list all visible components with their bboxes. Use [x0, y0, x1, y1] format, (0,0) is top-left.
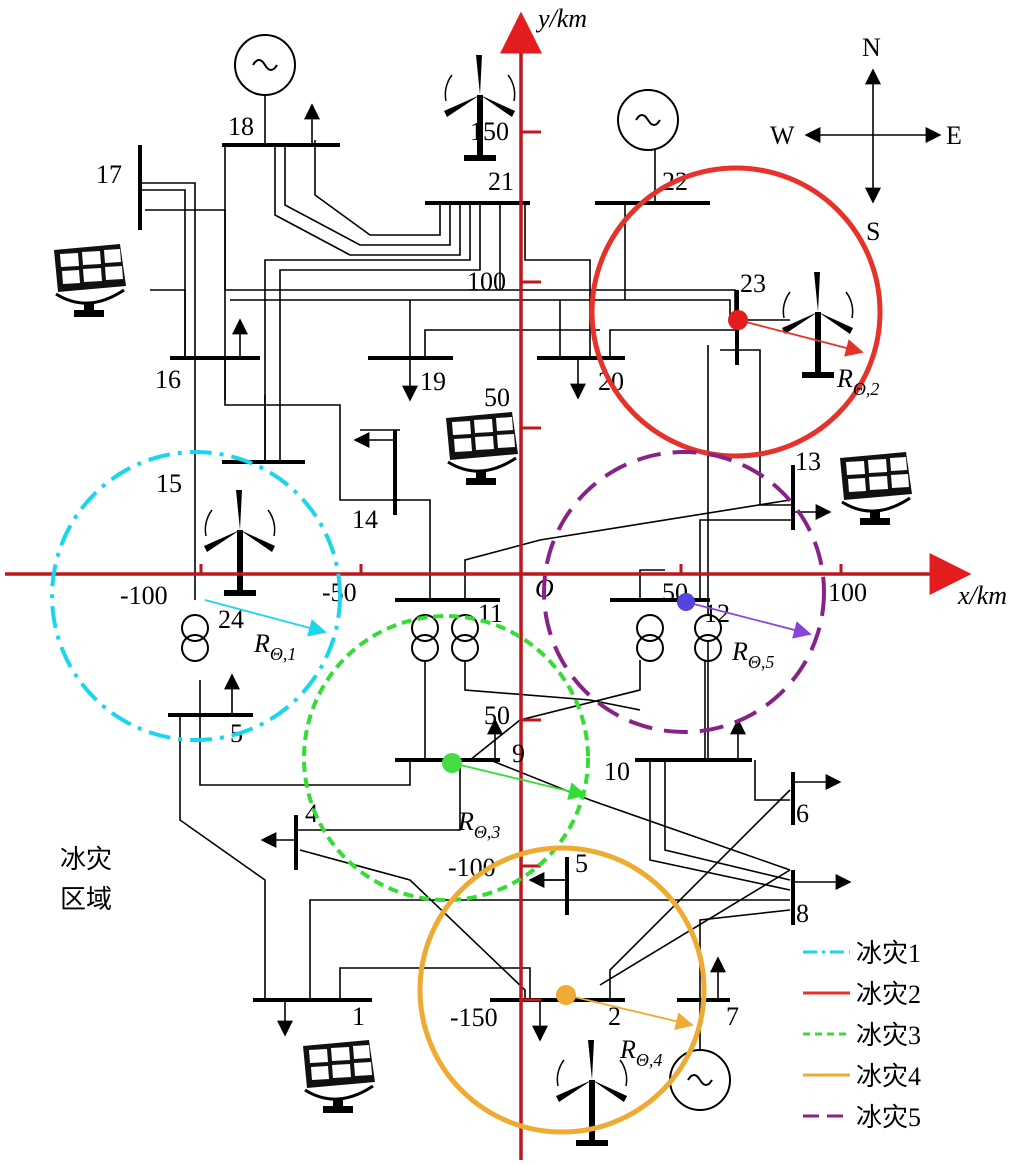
legend-label-4: 冰灾4 [856, 1062, 921, 1091]
bus-label: 14 [352, 505, 378, 534]
wind-turbine-icon [203, 489, 276, 597]
transformer-icon [181, 614, 209, 662]
radius-label-2: RΘ,2 [836, 364, 879, 399]
bus-label: 10 [604, 757, 630, 786]
compass: N S E W [770, 33, 962, 246]
bus-label: 12 [704, 599, 730, 628]
ice-center-4 [556, 985, 576, 1005]
generator-icon [234, 34, 296, 96]
bus-label: 9 [512, 739, 525, 768]
ice-center-5 [677, 593, 695, 611]
legend-label-1: 冰灾1 [856, 939, 921, 968]
y-axis-label: y/km [535, 4, 587, 33]
ice-region-label: 冰灾 区域 [60, 845, 112, 914]
y-tick-label: 50 [484, 383, 510, 412]
y-tick-label: 50 [484, 701, 510, 730]
solar-panel-icon [301, 1038, 377, 1115]
ice-zone-2 [589, 165, 883, 459]
transformer-icon [636, 614, 664, 662]
ice-zone-4 [417, 845, 707, 1135]
x-axis-label: x/km [957, 581, 1007, 610]
legend: 冰灾1 冰灾2 冰灾3 冰灾4 冰灾5 [803, 939, 921, 1132]
compass-south-label: S [866, 217, 880, 246]
bus-label: 18 [228, 112, 254, 141]
solar-panel-icon [838, 450, 914, 527]
bus-label: 7 [726, 1002, 739, 1031]
ice-disaster-zones: RΘ,1 RΘ,2 RΘ,3 RΘ,4 RΘ,5 [50, 165, 883, 1135]
transmission-lines [140, 140, 795, 1000]
bus-label: 2 [608, 1002, 621, 1031]
ice-zone-5 [542, 450, 826, 734]
radius-label-4: RΘ,4 [619, 1035, 662, 1070]
ice-zone-1 [50, 450, 342, 742]
bus-label: 11 [478, 599, 503, 628]
x-tick-label: -100 [120, 581, 168, 610]
radius-label-1: RΘ,1 [253, 629, 296, 664]
bus-label: 23 [740, 269, 766, 298]
coordinate-axes: y/km x/km O -100 -50 50 100 150 100 50 5… [5, 4, 1007, 1160]
ice-zone-3 [302, 614, 590, 902]
wind-turbine-icon [781, 271, 854, 379]
bus-label: 15 [156, 469, 182, 498]
radius-arrow-4 [565, 994, 694, 1031]
radius-arrow-2 [737, 319, 864, 357]
bus-label: 17 [96, 160, 122, 189]
legend-label-3: 冰灾3 [856, 1021, 921, 1050]
region-label-line1: 冰灾 [60, 845, 112, 874]
bus-label: 16 [155, 365, 181, 394]
transformer-icon [411, 614, 439, 662]
compass-east-label: E [946, 121, 962, 150]
solar-panel-icon [444, 410, 520, 487]
generator-icon [617, 89, 679, 151]
region-label-line2: 区域 [60, 885, 112, 914]
transformer-icon [451, 614, 479, 662]
compass-north-label: N [862, 33, 881, 62]
bus-label: 13 [795, 447, 821, 476]
x-tick-label: 100 [828, 578, 867, 607]
legend-label-2: 冰灾2 [856, 980, 921, 1009]
bus-label: 4 [305, 799, 318, 828]
ice-center-2 [728, 310, 748, 330]
y-tick-label: -150 [450, 1003, 498, 1032]
y-tick-label: 150 [470, 117, 509, 146]
radius-arrow-1 [204, 599, 327, 637]
bus-label: 21 [488, 167, 514, 196]
legend-label-5: 冰灾5 [856, 1103, 921, 1132]
bus-label: 19 [420, 367, 446, 396]
load-arrows [224, 103, 852, 1042]
radius-arrow-5 [685, 601, 812, 639]
solar-panel-icon [52, 242, 128, 319]
compass-west-label: W [770, 121, 795, 150]
radius-arrow-3 [451, 762, 587, 800]
bus-label: 5 [575, 849, 588, 878]
y-tick-label: 100 [467, 267, 506, 296]
ice-center-3 [442, 753, 462, 773]
bus-label: 8 [796, 899, 809, 928]
bus-label: 6 [796, 799, 809, 828]
bus-label: 1 [352, 1002, 365, 1031]
generator-icon [669, 1049, 731, 1111]
radius-label-3: RΘ,3 [457, 807, 500, 842]
radius-label-5: RΘ,5 [731, 637, 774, 672]
